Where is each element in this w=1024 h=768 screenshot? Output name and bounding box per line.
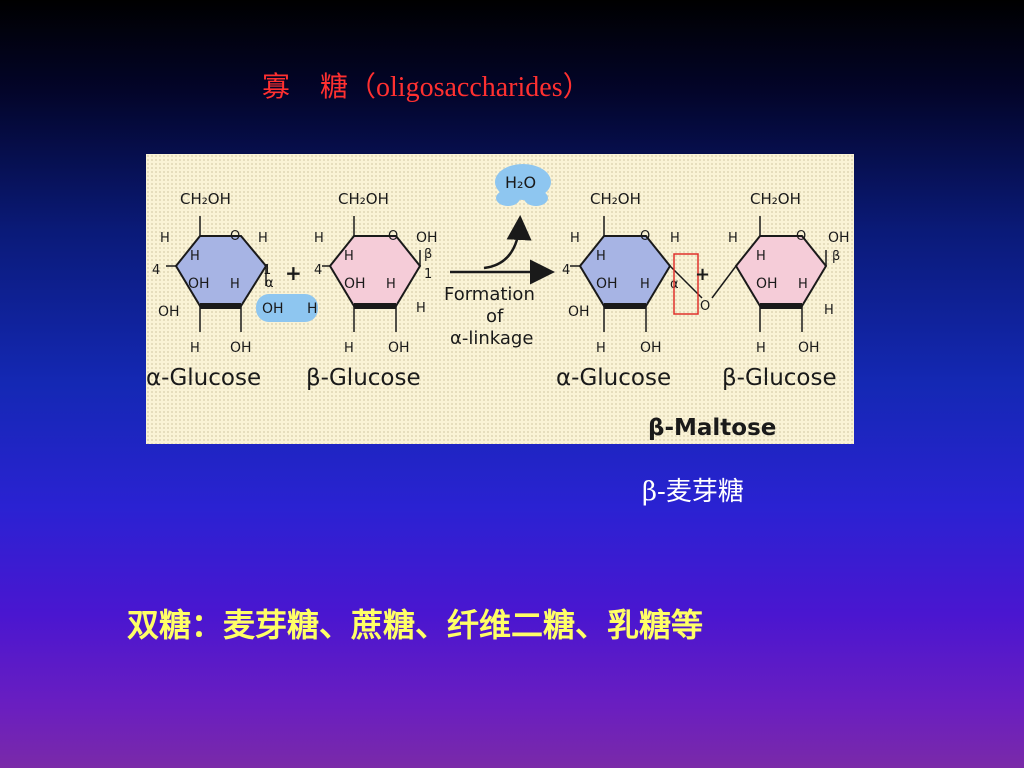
ch2oh-label: CH₂OH — [338, 190, 389, 208]
beta-glucose-ring — [328, 235, 422, 307]
atom-oh: OH — [388, 340, 410, 356]
atom-h: H — [160, 231, 170, 246]
alpha-label: α — [265, 276, 274, 291]
carbon-1-label: 1 — [263, 263, 271, 278]
carbon-4-label: 4 — [562, 263, 570, 278]
arrow-caption-line3: α-linkage — [450, 328, 533, 349]
ring-oxygen: O — [796, 229, 806, 244]
atom-h: H — [416, 301, 426, 316]
product-beta-glucose-label: β-Glucose — [722, 365, 837, 391]
atom-h: H — [824, 303, 834, 318]
atom-oh: OH — [568, 304, 590, 320]
atom-h: H — [190, 341, 200, 356]
atom-oh: OH — [596, 276, 618, 292]
ch2oh-label: CH₂OH — [180, 190, 231, 208]
atom-h: H — [344, 341, 354, 356]
atom-h: H — [190, 249, 200, 264]
beta-label: β — [424, 247, 432, 262]
atom-oh: OH — [416, 230, 438, 246]
maltose-alpha-ring — [578, 235, 672, 307]
plus-sign: + — [285, 261, 302, 285]
atom-oh: OH — [158, 304, 180, 320]
atom-h: H — [670, 231, 680, 246]
atom-oh: OH — [798, 340, 820, 356]
carbon-4-label: 4 — [314, 263, 322, 278]
ch2oh-label: CH₂OH — [590, 190, 641, 208]
atom-h: H — [640, 277, 650, 292]
water-release-arrow — [483, 215, 532, 270]
maltose-beta-unit: CH₂OH H O OH H β OH H H H OH — [728, 190, 850, 356]
maltose-label: β-Maltose — [648, 415, 776, 441]
leaving-oh: OH — [262, 301, 284, 317]
slide-title-part2: 糖（oligosaccharides） — [320, 72, 591, 103]
atom-h: H — [798, 277, 808, 292]
maltose-formation-figure: CH₂OH H O H H 4 1 α OH H OH H OH + OH H — [146, 154, 854, 444]
product-alpha-glucose-label: α-Glucose — [556, 365, 671, 391]
arrow-caption-line1: Formation — [444, 284, 535, 305]
atom-h: H — [728, 231, 738, 246]
beta-glucose-molecule: CH₂OH H O OH H β 4 1 OH H H H OH — [314, 190, 438, 356]
water-label: H₂O — [505, 173, 536, 192]
atom-h: H — [596, 341, 606, 356]
water-leaving-highlight — [256, 294, 318, 322]
ch2oh-label: CH₂OH — [750, 190, 801, 208]
atom-oh: OH — [230, 340, 252, 356]
ring-oxygen: O — [640, 229, 650, 244]
disaccharide-list: 双糖：麦芽糖、蔗糖、纤维二糖、乳糖等 — [127, 606, 704, 644]
maltose-beta-ring — [734, 235, 828, 307]
atom-h: H — [386, 277, 396, 292]
ring-oxygen: O — [230, 229, 240, 244]
leaving-h: H — [307, 301, 318, 317]
alpha-glucose-ring — [174, 235, 268, 307]
slide-title-part1: 寡 — [262, 72, 291, 103]
alpha-linkage-highlight — [673, 253, 699, 315]
plus-sign: + — [695, 264, 710, 285]
carbon-4-label: 4 — [152, 263, 160, 278]
atom-h: H — [230, 277, 240, 292]
atom-h: H — [344, 249, 354, 264]
atom-h: H — [570, 231, 580, 246]
atom-h: H — [596, 249, 606, 264]
maltose-alpha-unit: CH₂OH H O H H 4 OH H α OH H OH — [562, 190, 703, 356]
atom-h: H — [314, 231, 324, 246]
glycosidic-oxygen: O — [700, 299, 710, 314]
atom-oh: OH — [188, 276, 210, 292]
beta-glucose-label: β-Glucose — [306, 365, 421, 391]
atom-h: H — [756, 249, 766, 264]
alpha-glucose-label: α-Glucose — [146, 365, 261, 391]
slide-title: 寡糖（oligosaccharides） — [262, 68, 591, 108]
water-molecule: H₂O — [495, 164, 551, 206]
atom-oh: OH — [344, 276, 366, 292]
carbon-1-label: 1 — [424, 267, 432, 282]
ring-oxygen: O — [388, 229, 398, 244]
atom-oh: OH — [828, 230, 850, 246]
atom-h: H — [756, 341, 766, 356]
atom-oh: OH — [640, 340, 662, 356]
atom-oh: OH — [756, 276, 778, 292]
arrow-caption-line2: of — [486, 306, 504, 327]
maltose-diagram: CH₂OH H O H H 4 1 α OH H OH H OH + OH H — [146, 164, 850, 441]
beta-label: β — [832, 249, 840, 264]
atom-h: H — [258, 231, 268, 246]
beta-maltose-caption: β-麦芽糖 — [642, 477, 744, 507]
alpha-glucose-molecule: CH₂OH H O H H 4 1 α OH H OH H OH — [152, 190, 274, 356]
